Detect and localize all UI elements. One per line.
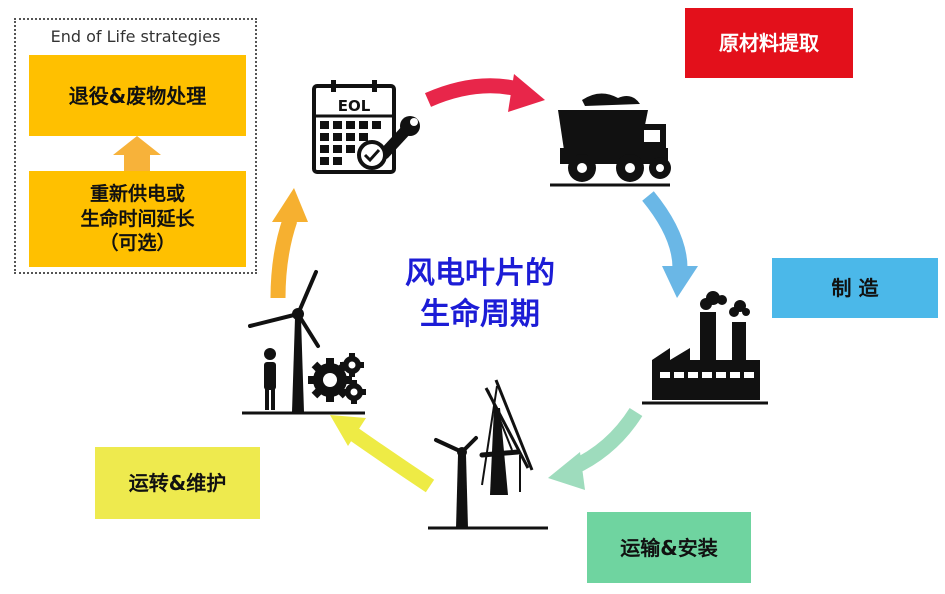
green-cycle-arrow: [548, 407, 643, 490]
operation-maintenance-box: 运转&维护: [95, 447, 260, 519]
calendar-eol-label: EOL: [338, 97, 371, 115]
red-cycle-arrow: [424, 74, 545, 112]
eol-strategies-frame: [14, 18, 257, 274]
raw-material-box: 原材料提取: [685, 8, 853, 78]
eol-strategies-title: End of Life strategies: [50, 27, 221, 46]
yellow-cycle-arrow: [330, 415, 435, 493]
eol-up-arrow: [113, 136, 161, 171]
installation-turbine-icon: [428, 379, 548, 530]
repower-box: 重新供电或 生命时间延长 （可选）: [29, 171, 246, 267]
maintenance-turbine-icon: [242, 270, 366, 415]
eol-calendar-icon: EOL: [312, 80, 420, 174]
center-title: 风电叶片的 生命周期: [405, 256, 555, 333]
factory-icon: [642, 291, 768, 405]
orange-cycle-arrow: [270, 188, 308, 299]
manufacturing-box: 制 造: [772, 258, 938, 318]
decommission-box: 退役&废物处理: [29, 55, 246, 136]
dump-truck-icon: [550, 93, 671, 187]
transport-install-box: 运输&安装: [587, 512, 751, 583]
blue-cycle-arrow: [642, 191, 698, 298]
